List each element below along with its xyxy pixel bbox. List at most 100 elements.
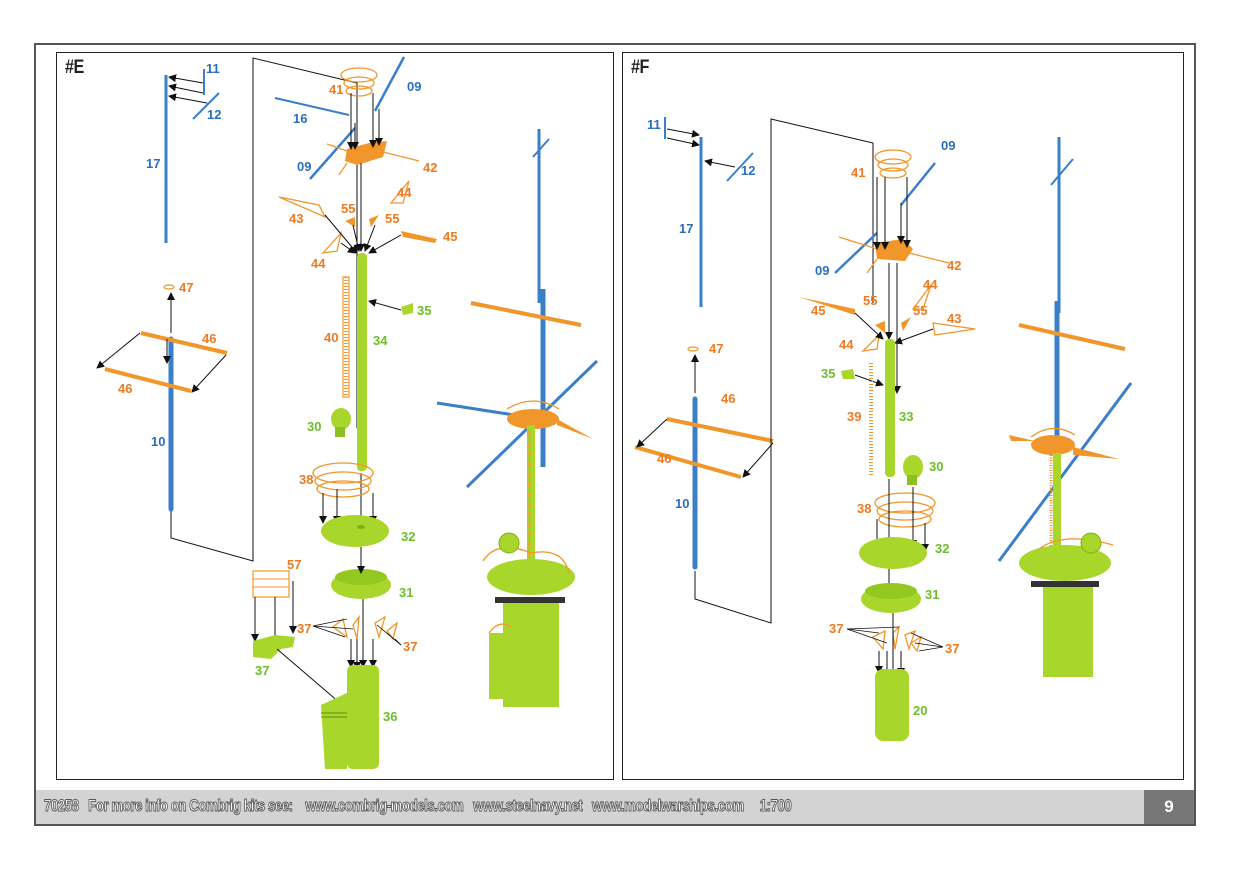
label-09-lower: 09 — [297, 159, 311, 174]
label-09-upper: 09 — [941, 138, 955, 153]
label-41: 41 — [851, 165, 865, 180]
label-57: 57 — [287, 557, 301, 572]
part-40-ladder — [342, 276, 350, 398]
label-44-lower: 44 — [839, 337, 854, 352]
footer-info-text: 70258 For more info on Combrig kits see:… — [44, 796, 793, 816]
label-55-left: 55 — [341, 201, 355, 216]
label-40: 40 — [324, 330, 338, 345]
part-35 — [841, 369, 855, 379]
label-37-left: 37 — [297, 621, 311, 636]
part-43 — [932, 322, 976, 336]
label-45: 45 — [811, 303, 825, 318]
label-35: 35 — [821, 366, 835, 381]
label-41: 41 — [329, 82, 343, 97]
footer-bar: 70258 For more info on Combrig kits see:… — [36, 790, 1194, 824]
label-39: 39 — [847, 409, 861, 424]
label-46-top: 46 — [721, 391, 735, 406]
label-37-left: 37 — [829, 621, 843, 636]
label-46-bottom: 46 — [118, 381, 132, 396]
label-35: 35 — [417, 303, 431, 318]
assembled-mast-f — [997, 137, 1133, 677]
label-47: 47 — [179, 280, 193, 295]
part-37-brackets — [871, 625, 923, 653]
label-37-platform: 37 — [255, 663, 269, 678]
part-09-upper — [373, 56, 406, 112]
part-44-upper — [389, 180, 410, 204]
label-47: 47 — [709, 341, 723, 356]
part-12 — [726, 152, 754, 182]
label-09-upper: 09 — [407, 79, 421, 94]
part-31-base — [331, 569, 391, 599]
part-43 — [278, 196, 327, 219]
label-16: 16 — [293, 111, 307, 126]
part-09-upper — [900, 162, 936, 206]
part-35 — [401, 303, 413, 315]
part-36-tower-base — [321, 665, 379, 769]
panel-f-title: #F — [631, 57, 650, 78]
part-30-director — [331, 408, 351, 437]
part-41-railing — [340, 67, 378, 97]
label-38: 38 — [299, 472, 313, 487]
label-17: 17 — [679, 221, 693, 236]
label-33: 33 — [899, 409, 913, 424]
label-10: 10 — [675, 496, 689, 511]
part-45 — [799, 297, 855, 315]
label-44-lower: 44 — [311, 256, 326, 271]
label-12: 12 — [207, 107, 221, 122]
part-44-lower — [321, 230, 343, 254]
part-44-upper — [911, 284, 932, 310]
part-30-director — [903, 455, 923, 485]
part-38-railing — [312, 462, 374, 498]
label-30: 30 — [929, 459, 943, 474]
part-09-lower — [309, 127, 356, 180]
panel-f-diagram: 11 12 17 47 10 46 46 41 09 09 — [634, 117, 1133, 741]
label-36: 36 — [383, 709, 397, 724]
part-46-yards — [634, 417, 774, 479]
label-42: 42 — [423, 160, 437, 175]
label-43: 43 — [947, 311, 961, 326]
panel-e-title: #E — [65, 57, 84, 78]
assembled-mast-e — [436, 129, 599, 707]
label-55-right: 55 — [385, 211, 399, 226]
label-31: 31 — [925, 587, 939, 602]
part-34-mast — [357, 253, 367, 471]
label-37-right: 37 — [945, 641, 959, 656]
part-44-lower — [861, 333, 880, 352]
part-57-railing — [252, 570, 290, 598]
part-09-lower — [834, 232, 878, 274]
label-55-left: 55 — [863, 293, 877, 308]
label-38: 38 — [857, 501, 871, 516]
label-37-right: 37 — [403, 639, 417, 654]
label-17: 17 — [146, 156, 160, 171]
part-31-base — [861, 583, 921, 613]
part-20-tower-base — [875, 669, 909, 741]
label-09-lower: 09 — [815, 263, 829, 278]
part-37-platform — [253, 635, 295, 659]
part-32-deck — [859, 537, 927, 569]
page-number: 9 — [1144, 790, 1194, 824]
part-33-mast — [885, 339, 895, 477]
label-20: 20 — [913, 703, 927, 718]
panel-e: #E 11 12 17 47 10 46 46 — [56, 52, 614, 780]
part-55 — [345, 215, 379, 227]
label-10: 10 — [151, 434, 165, 449]
label-44-upper: 44 — [923, 277, 938, 292]
label-42: 42 — [947, 258, 961, 273]
label-43: 43 — [289, 211, 303, 226]
label-32: 32 — [401, 529, 415, 544]
label-45: 45 — [443, 229, 457, 244]
label-11: 11 — [206, 61, 220, 76]
label-32: 32 — [935, 541, 949, 556]
part-12 — [192, 92, 220, 120]
label-46-bottom: 46 — [657, 451, 671, 466]
part-41-railing — [874, 149, 912, 179]
part-45 — [401, 231, 437, 243]
label-44-upper: 44 — [397, 185, 412, 200]
part-46-yards — [104, 331, 228, 393]
part-55 — [875, 317, 911, 333]
label-34: 34 — [373, 333, 388, 348]
panel-f: #F 11 12 17 47 10 46 46 41 — [622, 52, 1184, 780]
part-32-deck — [321, 515, 389, 547]
label-11: 11 — [647, 117, 661, 132]
part-38-railing — [874, 492, 936, 528]
